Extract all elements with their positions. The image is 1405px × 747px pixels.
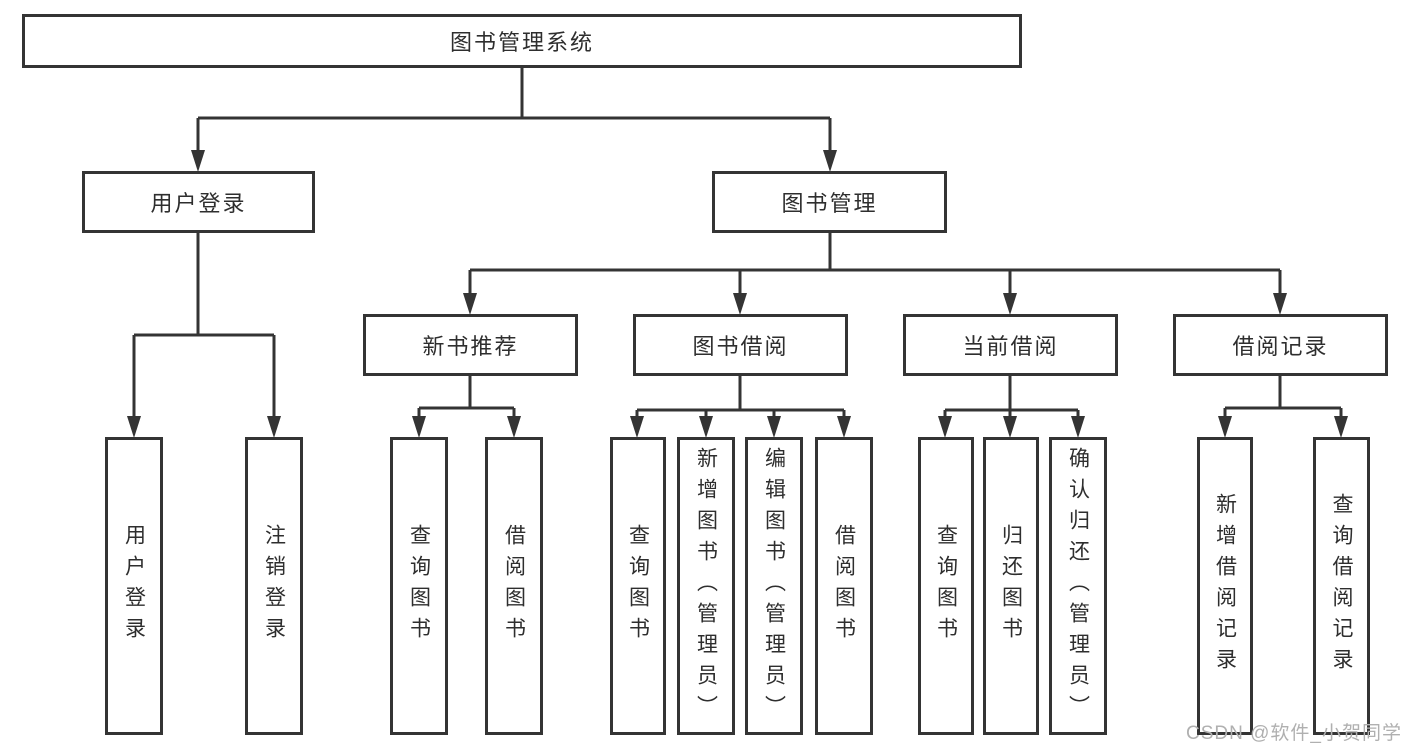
leaf-add-book-admin: 新增图书（管理员）	[677, 437, 735, 735]
node-label: 新书推荐	[422, 334, 519, 359]
leaf-label: 新增图书（管理员）	[694, 446, 718, 726]
node-label: 图书借阅	[692, 334, 789, 359]
leaf-label: 查询图书	[407, 524, 431, 648]
leaf-label: 查询图书	[626, 524, 650, 648]
node-book-management: 图书管理	[712, 171, 947, 233]
leaf-return-book: 归还图书	[983, 437, 1039, 735]
node-borrow-records: 借阅记录	[1173, 314, 1388, 376]
node-label: 图书管理系统	[449, 30, 594, 55]
leaf-borrow-book-recommend: 借阅图书	[485, 437, 543, 735]
leaf-query-book-borrow: 查询图书	[610, 437, 666, 735]
node-label: 当前借阅	[962, 334, 1059, 359]
node-new-book-recommend: 新书推荐	[363, 314, 578, 376]
leaf-add-borrow-record: 新增借阅记录	[1197, 437, 1253, 735]
leaf-label: 归还图书	[999, 524, 1023, 648]
leaf-label: 确认归还（管理员）	[1066, 446, 1090, 726]
leaf-label: 新增借阅记录	[1213, 493, 1237, 679]
leaf-label: 查询图书	[934, 524, 958, 648]
leaf-logout: 注销登录	[245, 437, 303, 735]
leaf-borrow-book: 借阅图书	[815, 437, 873, 735]
node-user-login: 用户登录	[82, 171, 315, 233]
csdn-watermark: CSDN @软件_小贺同学	[1186, 723, 1402, 744]
node-label: 图书管理	[781, 191, 878, 216]
leaf-query-book-current: 查询图书	[918, 437, 974, 735]
leaf-label: 用户登录	[122, 524, 146, 648]
node-current-borrow: 当前借阅	[903, 314, 1118, 376]
leaf-label: 借阅图书	[502, 524, 526, 648]
leaf-query-borrow-record: 查询借阅记录	[1313, 437, 1370, 735]
node-root-system: 图书管理系统	[22, 14, 1022, 68]
leaf-query-book-recommend: 查询图书	[390, 437, 448, 735]
leaf-user-login: 用户登录	[105, 437, 163, 735]
leaf-edit-book-admin: 编辑图书（管理员）	[745, 437, 803, 735]
node-label: 借阅记录	[1232, 334, 1329, 359]
leaf-label: 借阅图书	[832, 524, 856, 648]
leaf-confirm-return-admin: 确认归还（管理员）	[1049, 437, 1107, 735]
leaf-label: 编辑图书（管理员）	[762, 446, 786, 726]
node-label: 用户登录	[150, 191, 247, 216]
leaf-label: 注销登录	[262, 524, 286, 648]
leaf-label: 查询借阅记录	[1330, 493, 1353, 679]
arrowheads	[127, 150, 1348, 438]
node-book-borrow: 图书借阅	[633, 314, 848, 376]
